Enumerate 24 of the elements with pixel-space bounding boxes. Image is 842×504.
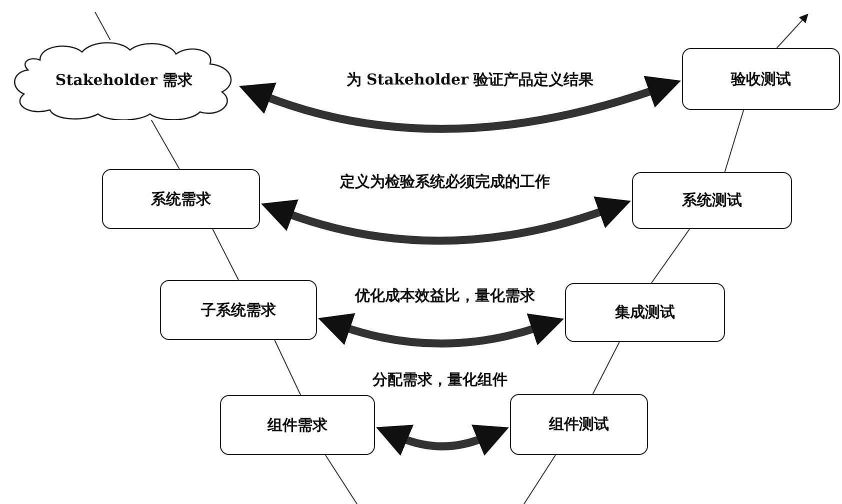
process-box: 组件需求 xyxy=(220,395,375,455)
connector-line xyxy=(724,110,744,172)
connector-line xyxy=(150,120,180,170)
process-box: 系统需求 xyxy=(102,169,260,229)
double-arrow xyxy=(318,312,564,348)
connector-line xyxy=(212,228,239,280)
connector-line xyxy=(324,454,358,504)
connector-line xyxy=(94,12,111,40)
connector-line xyxy=(274,340,302,396)
process-box: 集成测试 xyxy=(565,283,725,342)
double-arrow xyxy=(260,196,632,245)
process-box: 子系统需求 xyxy=(160,280,317,340)
process-box: 验收测试 xyxy=(682,48,840,110)
arrow xyxy=(776,14,808,48)
connector-line xyxy=(592,342,620,394)
connector-line xyxy=(650,228,690,284)
double-arrow xyxy=(376,424,510,456)
connector-line xyxy=(524,454,556,504)
edge-label: 定义为检验系统必须完成的工作 xyxy=(337,172,553,192)
process-box: 组件测试 xyxy=(510,394,648,455)
edge-label: 优化成本效益比，量化需求 xyxy=(352,286,538,306)
double-arrow xyxy=(238,76,682,133)
process-box: 系统测试 xyxy=(632,172,792,229)
edge-label: 分配需求，量化组件 xyxy=(370,370,510,390)
